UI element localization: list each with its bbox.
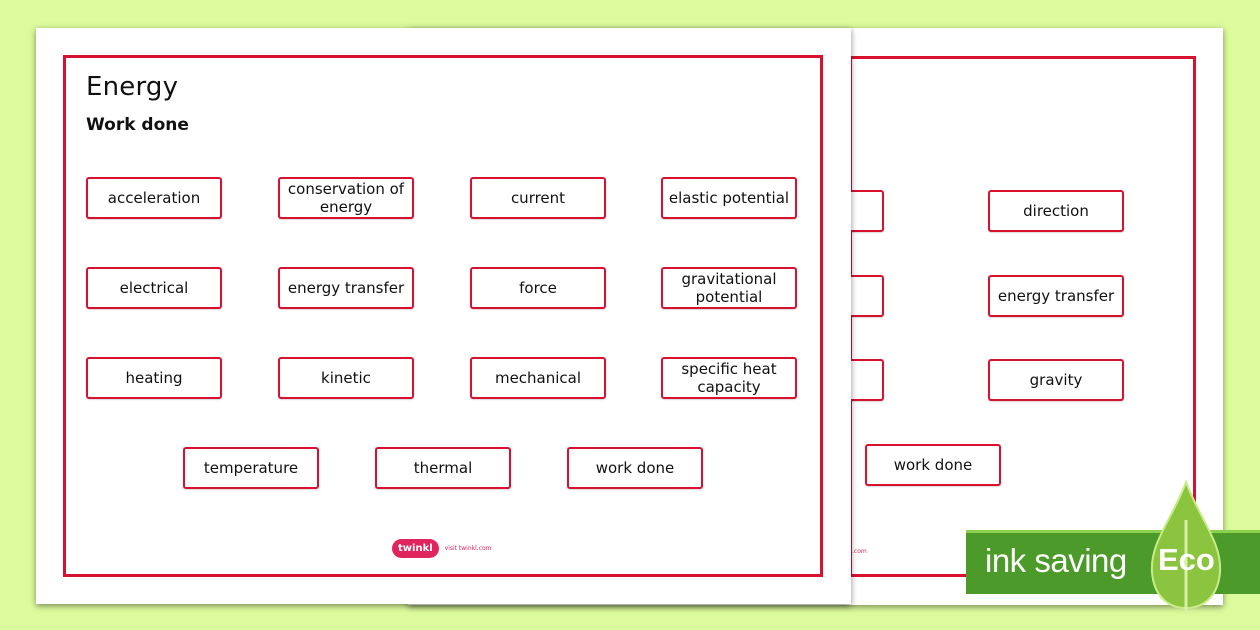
word-card: energy transfer xyxy=(988,275,1124,317)
word-card: work done xyxy=(865,444,1001,486)
eco-label: Eco xyxy=(1158,542,1215,577)
word-card: force xyxy=(470,267,606,309)
twinkl-logo-url: visit twinkl.com xyxy=(444,545,492,552)
page-subtitle: Work done xyxy=(86,115,189,135)
word-card: work done xyxy=(567,447,703,489)
word-card: direction xyxy=(988,190,1124,232)
word-card: gravitational potential xyxy=(661,267,797,309)
twinkl-logo: twinkl visit twinkl.com xyxy=(392,539,492,558)
word-card: heating xyxy=(86,357,222,399)
page-title: Energy xyxy=(86,72,179,102)
word-card: elastic potential xyxy=(661,177,797,219)
word-card: gravity xyxy=(988,359,1124,401)
word-card: thermal xyxy=(375,447,511,489)
word-card: conservation of energy xyxy=(278,177,414,219)
word-card: energy transfer xyxy=(278,267,414,309)
word-card: electrical xyxy=(86,267,222,309)
word-card: temperature xyxy=(183,447,319,489)
word-card: kinetic xyxy=(278,357,414,399)
word-card: current xyxy=(470,177,606,219)
front-worksheet-border xyxy=(63,55,823,577)
back-logo-url: .com xyxy=(852,548,867,555)
word-card: mechanical xyxy=(470,357,606,399)
eco-banner-text: ink saving xyxy=(985,542,1127,579)
leaf-drop-icon xyxy=(1150,480,1222,614)
word-card: specific heat capacity xyxy=(661,357,797,399)
twinkl-logo-badge: twinkl xyxy=(392,539,439,558)
word-card: acceleration xyxy=(86,177,222,219)
front-worksheet: Energy Work done acceleration conservati… xyxy=(36,28,851,604)
